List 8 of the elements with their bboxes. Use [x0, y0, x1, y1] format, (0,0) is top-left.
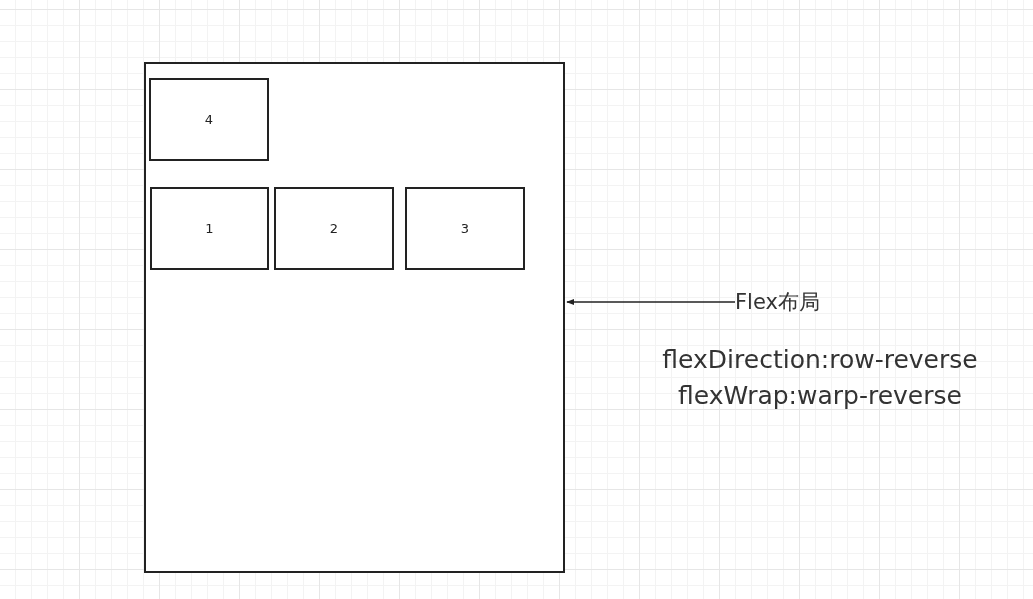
flex-item-box: 1 — [150, 187, 269, 270]
flex-item-box: 2 — [274, 187, 394, 270]
arrow — [566, 298, 736, 306]
flex-item-box: 3 — [405, 187, 525, 270]
flex-item-box: 4 — [149, 78, 269, 161]
container-box — [144, 62, 565, 573]
heading-text: Flex布局 — [735, 288, 831, 316]
property-text: flexDirection:row-reverse flexWrap:warp-reverse — [661, 344, 979, 412]
